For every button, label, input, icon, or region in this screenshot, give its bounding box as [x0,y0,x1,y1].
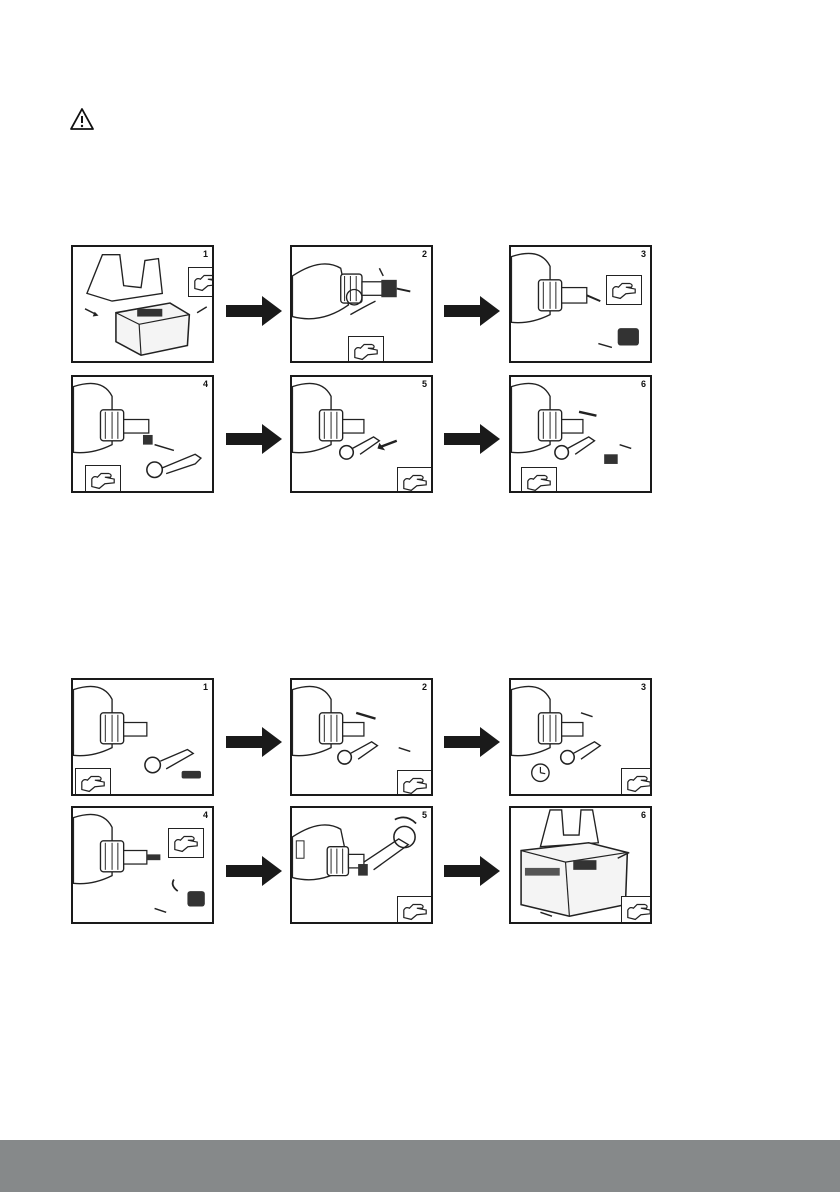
step-panel-3: 3 [509,678,652,796]
tool-illustration [73,808,212,922]
step-number: 1 [203,682,208,692]
step-number: 6 [641,379,646,389]
footer-bar [0,1140,840,1192]
battery-illustration [73,247,212,361]
hand-icon [606,275,642,305]
step-number: 2 [422,249,427,259]
step-panel-2: 2 [290,245,433,363]
step-number: 2 [422,682,427,692]
hand-icon [621,768,652,796]
hand-icon [621,896,652,924]
hand-icon [168,828,204,858]
step-panel-2: 2 [290,678,433,796]
step-number: 3 [641,249,646,259]
hand-icon [188,267,214,297]
hand-icon [397,467,433,493]
step-panel-4: 4 [71,375,214,493]
step-panel-6: 6 [509,375,652,493]
step-number: 6 [641,810,646,820]
right-arrow-icon [226,727,282,757]
step-panel-5: 5 [290,806,433,924]
step-panel-5: 5 [290,375,433,493]
right-arrow-icon [444,296,500,326]
step-number: 4 [203,379,208,389]
step-panel-3: 3 [509,245,652,363]
hand-icon [75,768,111,796]
right-arrow-icon [444,424,500,454]
hand-icon [397,896,433,924]
warning-triangle-icon [70,108,94,130]
step-panel-4: 4 [71,806,214,924]
right-arrow-icon [226,424,282,454]
hand-icon [397,770,433,796]
step-panel-6: 6 [509,806,652,924]
hand-icon [521,467,557,493]
right-arrow-icon [226,856,282,886]
step-number: 4 [203,810,208,820]
hand-icon [348,336,384,363]
right-arrow-icon [444,856,500,886]
step-number: 5 [422,810,427,820]
hand-icon [85,465,121,493]
step-number: 5 [422,379,427,389]
right-arrow-icon [226,296,282,326]
right-arrow-icon [444,727,500,757]
step-panel-1: 1 [71,245,214,363]
clock-icon [532,764,549,781]
step-panel-1: 1 [71,678,214,796]
step-number: 3 [641,682,646,692]
step-number: 1 [203,249,208,259]
